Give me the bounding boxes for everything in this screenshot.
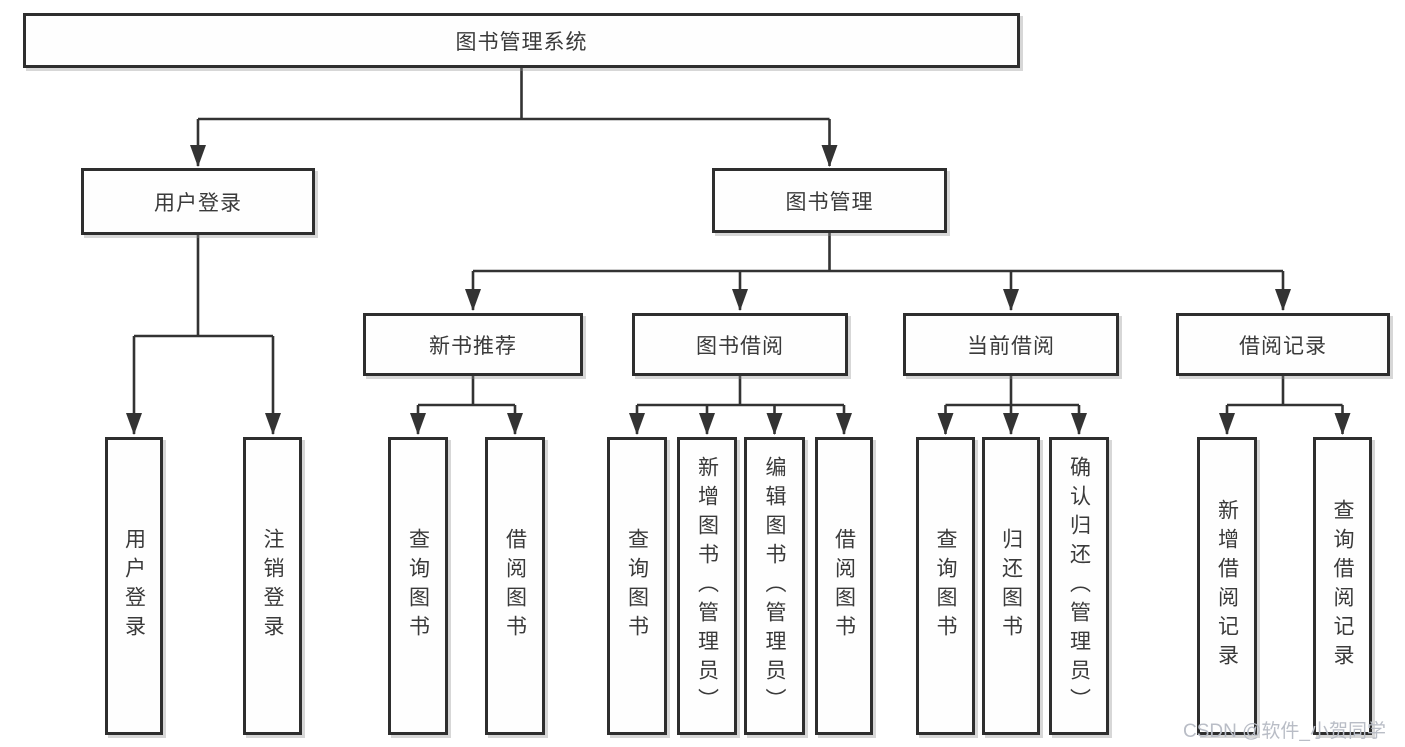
node-label: 用户登录 (154, 191, 242, 215)
node-label: 归还图书 (999, 528, 1023, 644)
node-label: 图书管理系统 (455, 30, 588, 54)
node-label: 新书推荐 (429, 334, 517, 358)
node-user-login: 用户登录 (81, 168, 315, 235)
leaf-return-books: 归还图书 (982, 437, 1040, 735)
node-label: 确认归还（管理员） (1067, 455, 1091, 717)
leaf-confirm-return-admin: 确认归还（管理员） (1049, 437, 1109, 735)
leaf-borrow-books: 借阅图书 (485, 437, 545, 735)
node-new-book-recommend: 新书推荐 (363, 313, 583, 376)
node-label: 查询图书 (406, 528, 430, 644)
node-borrow-records: 借阅记录 (1176, 313, 1390, 376)
leaf-query-books: 查询图书 (388, 437, 448, 735)
leaf-query-borrow-record: 查询借阅记录 (1313, 437, 1372, 735)
leaf-borrow-books: 借阅图书 (815, 437, 873, 735)
leaf-add-books-admin: 新增图书（管理员） (677, 437, 737, 735)
node-label: 图书管理 (785, 190, 874, 214)
node-label: 新增图书（管理员） (695, 455, 719, 717)
csdn-watermark: CSDN @软件_小贺同学 (1183, 721, 1386, 742)
node-label: 查询借阅记录 (1331, 499, 1354, 673)
node-label: 查询图书 (934, 528, 957, 644)
node-label: 借阅图书 (832, 528, 856, 644)
node-book-borrowing: 图书借阅 (632, 313, 848, 376)
node-label: 编辑图书（管理员） (763, 455, 786, 717)
node-label: 图书借阅 (696, 334, 784, 358)
leaf-logout: 注销登录 (243, 437, 302, 735)
leaf-add-borrow-record: 新增借阅记录 (1197, 437, 1257, 735)
node-book-management: 图书管理 (712, 168, 947, 233)
node-label: 注销登录 (261, 528, 284, 644)
node-current-borrowing: 当前借阅 (903, 313, 1119, 376)
node-label: 借阅记录 (1239, 334, 1327, 358)
leaf-query-books: 查询图书 (916, 437, 975, 735)
node-label: 当前借阅 (967, 334, 1055, 358)
leaf-user-login: 用户登录 (105, 437, 163, 735)
leaf-query-books: 查询图书 (607, 437, 667, 735)
node-label: 新增借阅记录 (1215, 499, 1239, 673)
node-root-system: 图书管理系统 (23, 13, 1020, 68)
leaf-edit-books-admin: 编辑图书（管理员） (744, 437, 805, 735)
node-label: 借阅图书 (503, 528, 527, 644)
node-label: 用户登录 (122, 528, 146, 644)
node-label: 查询图书 (625, 528, 649, 644)
